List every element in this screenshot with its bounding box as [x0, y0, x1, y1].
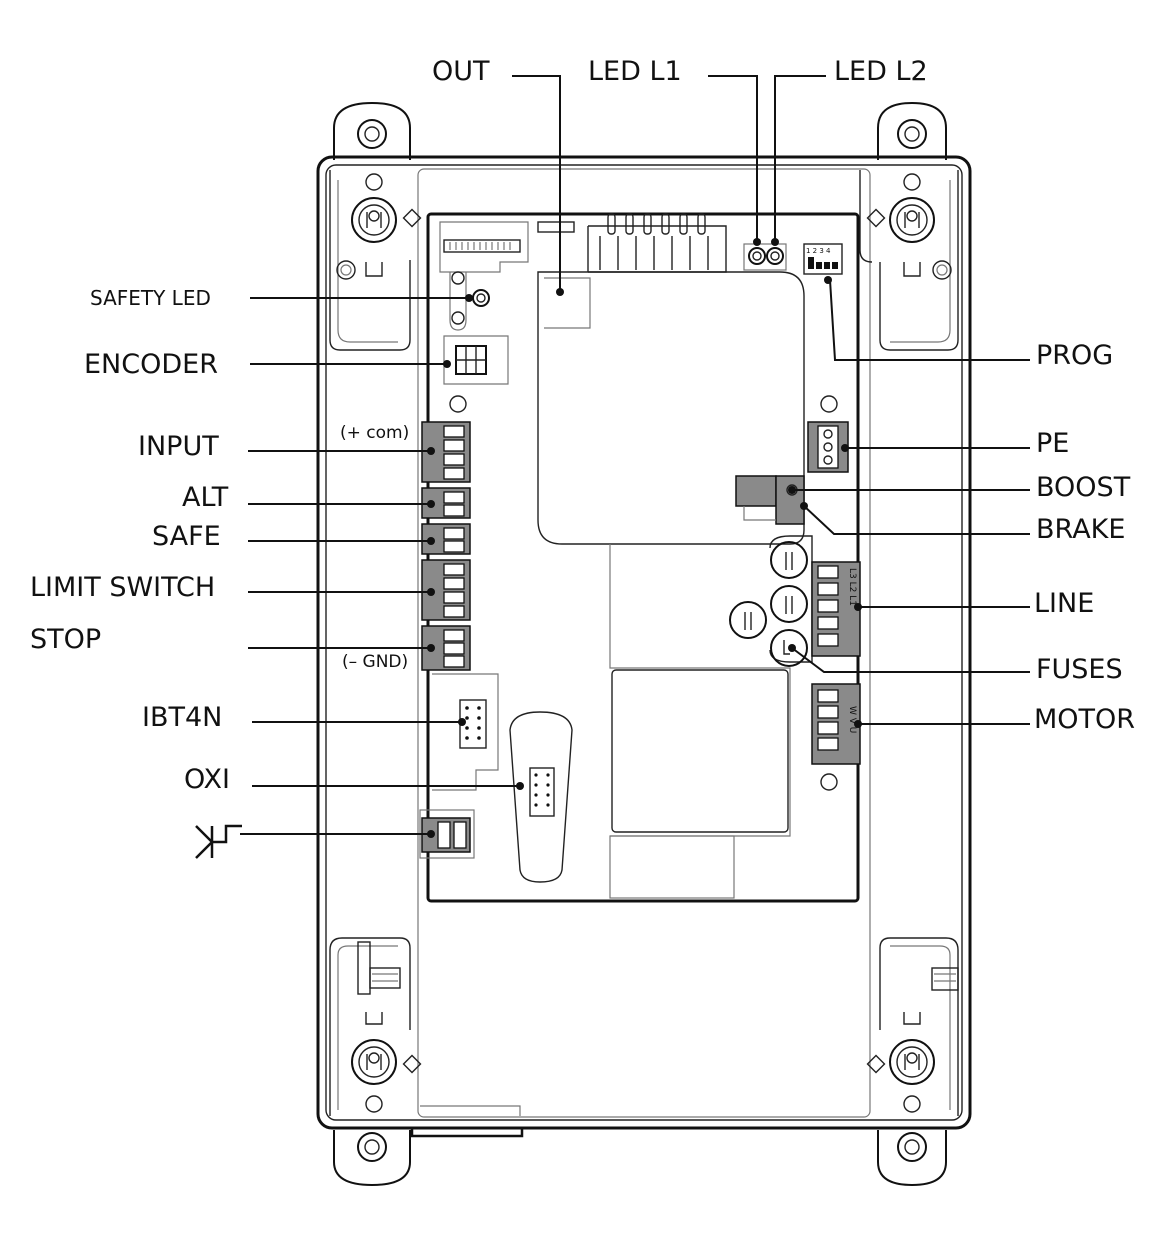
led-l1 [748, 247, 766, 265]
label-safe: SAFE [152, 521, 221, 552]
prog-dip-switch: 1 2 3 4 [803, 243, 843, 275]
screw-boss-tl [351, 197, 397, 243]
label-brake: BRAKE [1036, 514, 1125, 545]
label-prog: PROG [1036, 340, 1113, 371]
oxi-receiver [509, 711, 573, 883]
safety-led [472, 289, 490, 307]
label-gnd-note: (– GND) [342, 652, 408, 672]
label-out: OUT [432, 56, 490, 87]
led-l2 [766, 247, 784, 265]
label-boost: BOOST [1036, 472, 1131, 503]
label-alt: ALT [182, 482, 229, 513]
fuses [729, 535, 813, 667]
labels: OUT LED L1 LED L2 SAFETY LED ENCODER PRO… [30, 56, 1135, 795]
label-led-l2: LED L2 [834, 56, 928, 87]
stop-terminal [421, 625, 471, 671]
mounting-holes [336, 119, 952, 1162]
encoder-connector [455, 345, 487, 375]
label-stop: STOP [30, 624, 101, 655]
label-input: INPUT [138, 431, 219, 462]
label-pe: PE [1036, 428, 1069, 459]
label-oxi: OXI [184, 764, 230, 795]
svg-text:L3 L2 L1: L3 L2 L1 [847, 568, 857, 606]
label-com-note: (+ com) [340, 423, 409, 443]
label-encoder: ENCODER [84, 349, 218, 380]
label-led-l1: LED L1 [588, 56, 682, 87]
label-ibt4n: IBT4N [142, 702, 222, 733]
label-safety-led: SAFETY LED [90, 286, 211, 310]
label-motor: MOTOR [1034, 704, 1135, 735]
motor-terminal: W V U [811, 683, 861, 765]
screw-boss-bl [351, 1039, 397, 1085]
label-line: LINE [1034, 588, 1094, 619]
boost-brake-relay [735, 475, 805, 525]
pin-header [443, 239, 521, 253]
safe-terminal [421, 523, 471, 555]
label-fuses: FUSES [1036, 654, 1123, 685]
leader-lines [240, 75, 1030, 838]
svg-text:W V U: W V U [847, 706, 857, 733]
heatsink-fins [599, 213, 709, 270]
pcb: 1 2 3 4 [419, 212, 861, 903]
svg-text:1 2 3 4: 1 2 3 4 [806, 247, 831, 255]
line-terminal: L3 L2 L1 [811, 561, 861, 657]
screw-boss-tr [889, 197, 935, 243]
enclosure [316, 101, 972, 1187]
antenna-icon [195, 824, 242, 859]
screw-boss-br [889, 1039, 935, 1085]
label-limit-switch: LIMIT SWITCH [30, 572, 215, 603]
